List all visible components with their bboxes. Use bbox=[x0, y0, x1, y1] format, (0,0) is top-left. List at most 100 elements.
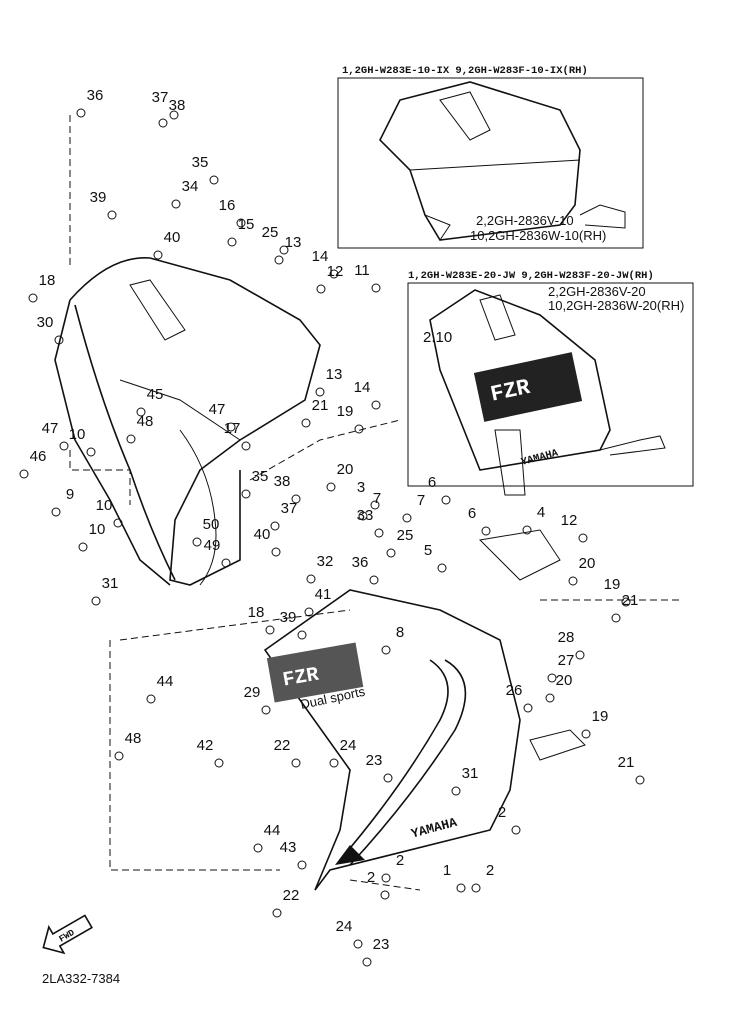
fastener-part bbox=[297, 630, 307, 640]
fastener-part bbox=[402, 513, 412, 523]
callout-19: 19 bbox=[604, 576, 621, 593]
fastener-part bbox=[522, 525, 532, 535]
diagram-code: 2LA332-7384 bbox=[42, 971, 120, 986]
fastener-part bbox=[547, 673, 557, 683]
inset-middle-part-2: 2,2GH-2836V-20 bbox=[548, 284, 646, 299]
fastener-part bbox=[291, 494, 301, 504]
fastener-part bbox=[78, 542, 88, 552]
callout-1: 1 bbox=[443, 862, 451, 879]
fastener-part bbox=[371, 283, 381, 293]
fastener-part bbox=[297, 860, 307, 870]
callout-9: 9 bbox=[66, 486, 74, 503]
fastener-part bbox=[326, 482, 336, 492]
fastener-part bbox=[358, 511, 368, 521]
callout-49: 49 bbox=[204, 537, 221, 554]
fastener-part bbox=[214, 758, 224, 768]
fastener-part bbox=[353, 939, 363, 949]
fastener-part bbox=[226, 422, 236, 432]
callout-32: 32 bbox=[317, 553, 334, 570]
callout-12: 12 bbox=[327, 263, 344, 280]
fastener-part bbox=[374, 528, 384, 538]
fastener-part bbox=[481, 526, 491, 536]
fastener-part bbox=[291, 758, 301, 768]
lower-fairing: FZR Dual sports YAMAHA bbox=[109, 429, 680, 891]
callout-10: 10 bbox=[89, 521, 106, 538]
callout-30: 30 bbox=[37, 314, 54, 331]
fastener-part bbox=[241, 489, 251, 499]
fastener-part bbox=[169, 110, 179, 120]
callout-31: 31 bbox=[102, 575, 119, 592]
fastener-part bbox=[581, 729, 591, 739]
inset-middle-part-10: 10,2GH-2836W-20(RH) bbox=[548, 298, 684, 313]
callout-23: 23 bbox=[366, 752, 383, 769]
callout-2: 2 bbox=[498, 804, 506, 821]
fastener-part bbox=[304, 607, 314, 617]
fastener-part bbox=[611, 613, 621, 623]
fastener-part bbox=[113, 518, 123, 528]
callout-26: 26 bbox=[506, 682, 523, 699]
fastener-part bbox=[329, 758, 339, 768]
fastener-part bbox=[380, 890, 390, 900]
fastener-part bbox=[437, 563, 447, 573]
fastener-part bbox=[635, 775, 645, 785]
callout-36: 36 bbox=[87, 87, 104, 104]
fastener-part bbox=[59, 441, 69, 451]
callout-21: 21 bbox=[622, 592, 639, 609]
callout-2: 2 bbox=[486, 862, 494, 879]
brand-decal: YAMAHA bbox=[409, 815, 458, 842]
callout-35: 35 bbox=[192, 154, 209, 171]
fastener-part bbox=[192, 537, 202, 547]
callout-25: 25 bbox=[397, 527, 414, 544]
fastener-part bbox=[209, 175, 219, 185]
callout-4: 4 bbox=[537, 504, 545, 521]
fastener-part bbox=[271, 547, 281, 557]
callout-6: 6 bbox=[468, 505, 476, 522]
fastener-part bbox=[86, 447, 96, 457]
fastener-part bbox=[381, 645, 391, 655]
callout-15: 15 bbox=[238, 216, 255, 233]
inset-brand-decal: YAMAHA bbox=[520, 447, 560, 469]
fastener-part bbox=[91, 596, 101, 606]
fastener-part bbox=[381, 873, 391, 883]
fastener-part bbox=[265, 625, 275, 635]
callout-23: 23 bbox=[373, 936, 390, 953]
fastener-part bbox=[386, 548, 396, 558]
fastener-part bbox=[354, 424, 364, 434]
fastener-part bbox=[171, 199, 181, 209]
callout-20: 20 bbox=[579, 555, 596, 572]
callout-25: 25 bbox=[262, 224, 279, 241]
callout-12: 12 bbox=[561, 512, 578, 529]
callout-37: 37 bbox=[152, 89, 169, 106]
fastener-part bbox=[370, 500, 380, 510]
inset-middle: 1,2GH-W283E-20-JW 9,2GH-W283F-20-JW(RH) … bbox=[407, 270, 694, 487]
fastener-part bbox=[126, 434, 136, 444]
callout-14: 14 bbox=[354, 379, 371, 396]
fastener-part bbox=[153, 250, 163, 260]
fastener-part bbox=[471, 883, 481, 893]
fastener-part bbox=[545, 693, 555, 703]
callout-36: 36 bbox=[352, 554, 369, 571]
callout-13: 13 bbox=[326, 366, 343, 383]
fastener-part bbox=[523, 703, 533, 713]
callout-35: 35 bbox=[252, 468, 269, 485]
callout-31: 31 bbox=[462, 765, 479, 782]
fastener-part bbox=[301, 418, 311, 428]
fastener-part bbox=[136, 407, 146, 417]
fastener-part bbox=[451, 786, 461, 796]
callout-45: 45 bbox=[147, 386, 164, 403]
fastener-part bbox=[568, 576, 578, 586]
callout-14: 14 bbox=[312, 248, 329, 265]
callout-18: 18 bbox=[39, 272, 56, 289]
callout-22: 22 bbox=[283, 887, 300, 904]
fastener-part bbox=[371, 400, 381, 410]
fastener-part bbox=[107, 210, 117, 220]
fastener-part bbox=[114, 751, 124, 761]
fastener-part bbox=[272, 908, 282, 918]
callout-24: 24 bbox=[340, 737, 357, 754]
inset-top-part-10: 10,2GH-2836W-10(RH) bbox=[470, 228, 606, 243]
callout-50: 50 bbox=[203, 516, 220, 533]
callout-3: 3 bbox=[357, 479, 365, 496]
fastener-part bbox=[362, 957, 372, 967]
callout-8: 8 bbox=[396, 624, 404, 641]
